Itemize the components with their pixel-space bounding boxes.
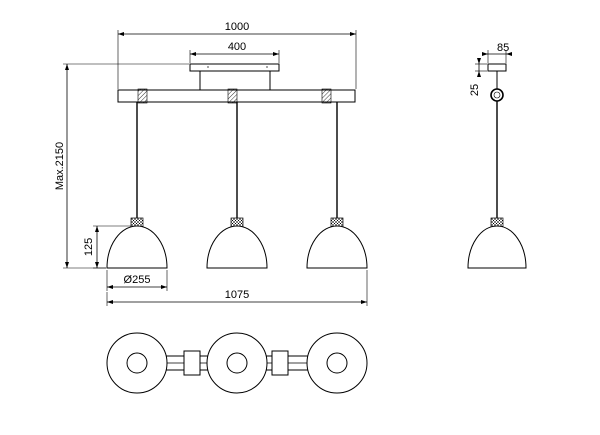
- dimension-label: 25: [469, 84, 481, 96]
- ceiling-canopy: [189, 63, 280, 72]
- dimension-max-height: Max.2150: [54, 63, 189, 269]
- ceiling-canopy-side: [487, 63, 507, 72]
- dimension-label: 1000: [225, 21, 249, 33]
- pendant-shade: [206, 217, 268, 269]
- pendant-shade: [306, 217, 368, 269]
- dimension-bar-width: 1000: [117, 21, 357, 89]
- dimension-label: 85: [497, 42, 509, 54]
- dimension-label: 125: [83, 238, 95, 256]
- dimension-label: Max.2150: [54, 142, 66, 190]
- bar-clamp: [137, 88, 148, 104]
- dimension-canopy-width: 400: [189, 41, 280, 63]
- dimension-shade-diameter: Ø255: [106, 270, 168, 291]
- front-view: [106, 63, 368, 269]
- top-view: [106, 332, 368, 394]
- shade-socket-top: [126, 352, 148, 374]
- pendant-shade: [106, 217, 168, 269]
- dimension-shade-height: 125: [83, 225, 131, 269]
- dimension-total-width: 1075: [106, 270, 368, 306]
- pendant-shade-side: [467, 225, 527, 269]
- side-view: [467, 63, 527, 269]
- dimension-label: 400: [228, 41, 246, 53]
- shade-socket-top: [326, 352, 348, 374]
- dimension-label: 1075: [225, 289, 249, 301]
- bar-clamp: [227, 88, 238, 104]
- dimension-canopy-height: 25: [469, 58, 487, 96]
- bar-clamp: [321, 88, 332, 104]
- dimension-label: Ø255: [124, 274, 151, 286]
- shade-socket-top: [226, 352, 248, 374]
- dimension-canopy-depth: 85: [482, 42, 512, 63]
